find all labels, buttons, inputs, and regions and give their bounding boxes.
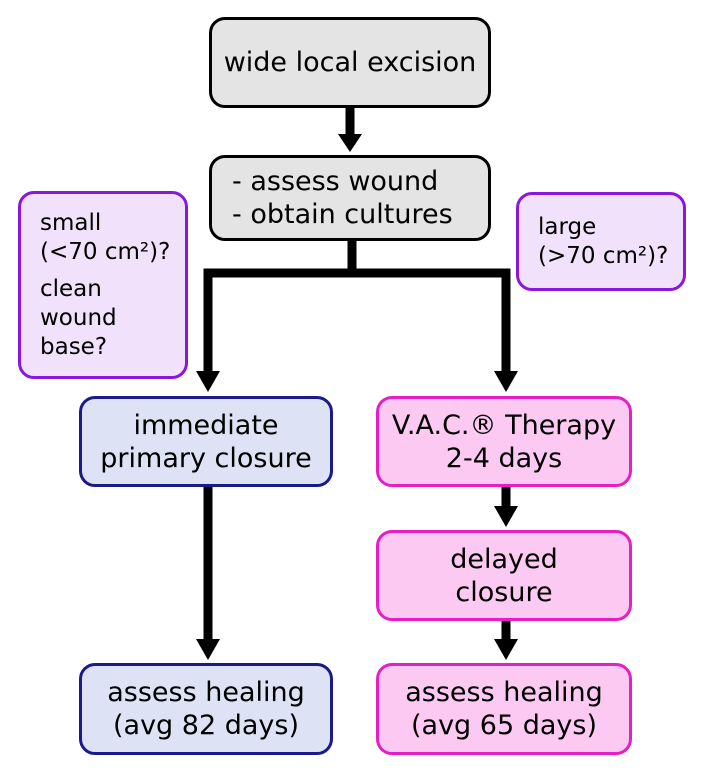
node-label: assess healing [107,677,305,708]
criteria-label: large [538,213,597,240]
node-vac-therapy: V.A.C.® Therapy 2-4 days [376,396,632,487]
branch-line [203,268,511,373]
criteria-label: small [40,209,102,236]
node-label: (avg 65 days) [411,710,597,741]
node-label: assess healing [405,677,603,708]
arrowhead-primary [196,371,220,392]
node-assess-healing-right: assess healing (avg 65 days) [376,663,632,755]
criteria-label: (>70 cm²)? [538,242,669,269]
criteria-label: clean [40,275,102,302]
node-assess-wound: - assess wound - obtain cultures [209,155,491,241]
criteria-label: base? [40,333,108,360]
criteria-label: (<70 cm²)? [40,238,171,265]
arrowhead-heal-right [494,639,518,660]
node-label: - assess wound [232,166,439,197]
criteria-small-wound: small (<70 cm²)? clean wound base? [18,191,188,379]
criteria-large-wound: large (>70 cm²)? [516,192,686,291]
node-immediate-primary-closure: immediate primary closure [79,396,333,487]
arrowhead-assess [338,134,362,152]
node-label: wide local excision [223,47,477,78]
criteria-label: wound [40,304,117,331]
arrowhead-heal-left [196,639,220,660]
node-label: V.A.C.® Therapy [391,409,617,441]
node-wide-local-excision: wide local excision [209,17,491,108]
node-label: primary closure [100,442,312,474]
arrowhead-delayed [494,506,518,527]
arrowhead-vac [494,371,518,392]
node-label: immediate [133,409,279,441]
node-label: delayed [450,543,558,575]
node-delayed-closure: delayed closure [376,530,632,621]
node-label: (avg 82 days) [113,710,299,741]
node-label: closure [455,576,553,608]
node-label: 2-4 days [445,442,563,474]
node-label: - obtain cultures [232,199,453,230]
node-assess-healing-left: assess healing (avg 82 days) [79,663,333,755]
